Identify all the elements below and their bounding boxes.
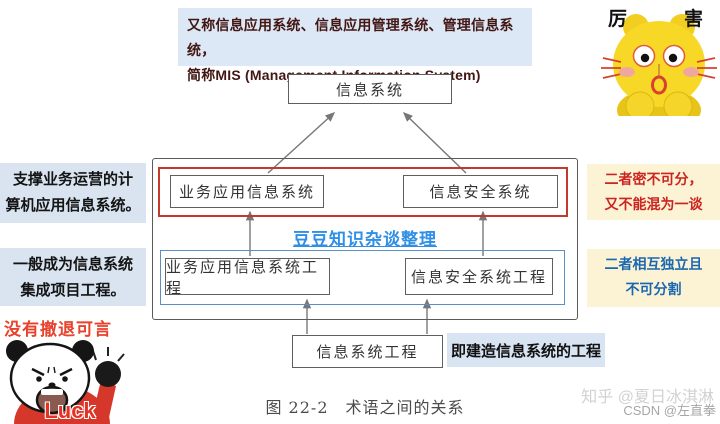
diagram-outer-frame (152, 158, 578, 320)
center-watermark-text: 豆豆知识杂谈整理 (293, 230, 437, 249)
panda-meme-text: Luck (44, 398, 96, 423)
top-description-note: 又称信息应用系统、信息应用管理系统、管理信息系统， 简称MIS (Managem… (178, 8, 532, 83)
cat-meme-sticker: 厉 害 (600, 2, 718, 116)
bottom-annotation-note: 即建造信息系统的工程 (447, 333, 605, 367)
top-note-line1: 又称信息应用系统、信息应用管理系统、管理信息系统， (187, 17, 514, 58)
box-information-security-system: 信息安全系统 (403, 175, 558, 208)
panda-meme-icon (6, 340, 125, 424)
box-business-application-system: 业务应用信息系统 (170, 175, 324, 208)
left-note-integration-project: 一般成为信息系统 集成项目工程。 (0, 248, 146, 306)
slogan-no-retreat: 没有撤退可言 (4, 320, 112, 339)
left-note1-line2: 算机应用信息系统。 (5, 197, 141, 214)
cat-meme-char-left: 厉 (608, 8, 628, 30)
figure-caption: 图 22-2 术语之间的关系 (265, 398, 465, 417)
left-note-supporting-business: 支撑业务运营的计 算机应用信息系统。 (0, 163, 146, 223)
right-note1-line2: 又不能混为一谈 (604, 196, 703, 212)
right-note2-line1: 二者相互独立且 (604, 256, 703, 272)
panda-meme-sticker: Luck (4, 338, 130, 424)
right-note-inseparable: 二者密不可分， 又不能混为一谈 (587, 164, 720, 220)
box-information-system: 信息系统 (288, 74, 452, 104)
cat-meme-icon (601, 14, 717, 116)
right-note-independent: 二者相互独立且 不可分割 (587, 249, 720, 307)
left-note1-line1: 支撑业务运营的计 (12, 171, 133, 188)
left-note2-line1: 一般成为信息系统 (12, 256, 133, 273)
engineering-blue-frame (160, 250, 565, 305)
box-business-application-system-engineering: 业务应用信息系统工程 (165, 258, 330, 297)
left-note2-line2: 集成项目工程。 (20, 282, 126, 299)
right-note1-line1: 二者密不可分， (604, 171, 703, 187)
systems-red-frame (158, 167, 568, 217)
watermark-zhihu: 知乎 @夏日冰淇淋 (581, 389, 714, 406)
cat-meme-char-right: 害 (684, 8, 704, 30)
watermark-csdn: CSDN @左直拳 (623, 403, 716, 418)
right-note2-line2: 不可分割 (625, 281, 682, 297)
box-information-security-system-engineering: 信息安全系统工程 (405, 258, 553, 295)
box-information-system-engineering: 信息系统工程 (292, 335, 443, 368)
